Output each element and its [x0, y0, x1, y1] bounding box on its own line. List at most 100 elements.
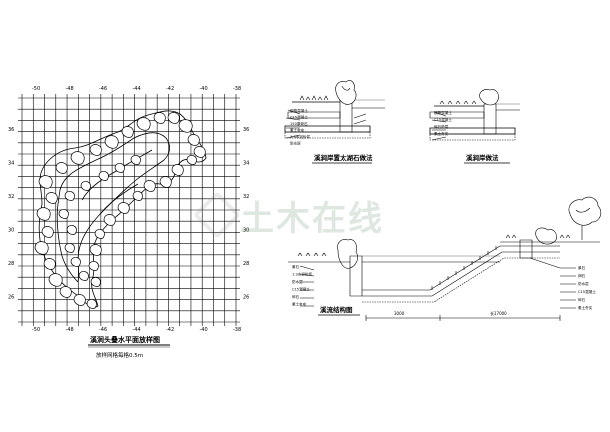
axis-tick-label: 26 [8, 295, 14, 301]
callout-label: 碎石垫层 [434, 124, 449, 129]
axis-tick-label: 34 [243, 161, 249, 167]
section-a-title: 溪涧岸置太湖石做法 [314, 153, 373, 162]
rock [36, 207, 51, 221]
rock [187, 134, 200, 146]
axis-tick-label: 26 [243, 295, 249, 301]
callout-label: C15混凝土 [292, 287, 310, 292]
rock [70, 257, 81, 267]
rock [136, 117, 151, 131]
rock [114, 163, 125, 173]
callout-label: 防水层 [292, 279, 303, 284]
rock [130, 155, 141, 165]
rock [186, 155, 197, 165]
rock [104, 135, 119, 149]
axis-tick-label: 32 [243, 194, 249, 200]
rock [171, 164, 184, 176]
axis-tick-label: -44 [133, 327, 141, 333]
rock [34, 241, 49, 255]
axis-tick-label: 30 [8, 228, 14, 234]
axis-tick-label: 28 [243, 261, 249, 267]
rock [66, 225, 77, 235]
callout-label: 1:3水泥砂浆 [290, 134, 311, 139]
callout-label: 素土夯实 [434, 131, 449, 136]
rock [94, 229, 105, 239]
callout-label: 防水层 [290, 141, 301, 146]
axis-tick-label: 28 [8, 261, 14, 267]
axis-tick-label: 36 [8, 127, 14, 133]
rock [103, 214, 116, 226]
callout-label: 景石 [292, 264, 300, 269]
rock [64, 243, 75, 253]
callout-label: C15混凝土 [290, 115, 308, 120]
rock [58, 209, 69, 219]
section-c-dim-left: 3000 [394, 311, 405, 316]
callout-label: 碎石 [578, 297, 586, 302]
plan-ticks-bottom: -50-48-46-44-42-40-38 [32, 327, 241, 333]
axis-tick-label: 32 [8, 194, 14, 200]
axis-tick-label: -46 [99, 327, 107, 333]
rock [90, 277, 101, 287]
rock [43, 258, 56, 270]
section-c-dim-right: 长17000 [490, 310, 507, 316]
rock [193, 146, 206, 158]
axis-tick-label: -38 [233, 86, 241, 92]
rock [59, 286, 72, 298]
callout-label: 素土夯实 [290, 128, 305, 133]
rock [178, 119, 193, 133]
plan-rocks [34, 112, 206, 309]
rock [89, 144, 102, 156]
axis-tick-label: -48 [66, 327, 74, 333]
rock [45, 192, 58, 204]
rock [86, 299, 97, 309]
rock [89, 244, 102, 256]
callout-label: 卵石 [578, 273, 586, 278]
rock [48, 273, 63, 287]
axis-tick-label: -42 [166, 327, 174, 333]
plan-ticks-top: -50-48-46-44-42-40-38 [32, 86, 241, 92]
axis-tick-label: -44 [133, 86, 141, 92]
rock [159, 176, 172, 188]
plan-title: 溪涧头叠水平面放样图 [90, 335, 160, 344]
axis-tick-label: -46 [99, 86, 107, 92]
rock [55, 162, 68, 174]
plan-grid [18, 94, 240, 326]
callout-label: C15混凝土 [578, 289, 596, 294]
rock [167, 112, 180, 124]
callout-label: 防水层 [578, 281, 589, 286]
rock [80, 181, 91, 191]
rock [121, 126, 134, 138]
axis-tick-label: -50 [32, 86, 40, 92]
section-b-title: 溪涧岸做法 [466, 153, 499, 162]
callout-label: 素土夯实 [292, 302, 307, 307]
axis-tick-label: -48 [66, 86, 74, 92]
axis-tick-label: 34 [8, 161, 14, 167]
rock [64, 191, 75, 201]
rock [70, 151, 85, 165]
plan-ticks-left: 36 34 32 30 28 26 [8, 127, 14, 301]
callout-label: 1:3水泥砂浆 [292, 272, 313, 277]
axis-tick-label: -42 [166, 86, 174, 92]
callout-label: C15混凝土 [434, 117, 452, 122]
rock [38, 175, 53, 189]
rock [78, 271, 89, 281]
axis-tick-label: -50 [32, 327, 40, 333]
callout-label: 素土夯实 [578, 305, 593, 310]
rock [132, 191, 143, 201]
plan-view: -50-48-46-44-42-40-38 -50-48-46-44-42-40… [8, 86, 249, 359]
rock [88, 261, 99, 271]
callout-label: 钢筋混凝土 [434, 110, 452, 115]
axis-tick-label: 36 [243, 127, 249, 133]
axis-tick-label: -40 [200, 327, 208, 333]
callout-label: 150厚碎石 [290, 121, 308, 126]
rock [98, 171, 109, 181]
rock [73, 294, 86, 306]
